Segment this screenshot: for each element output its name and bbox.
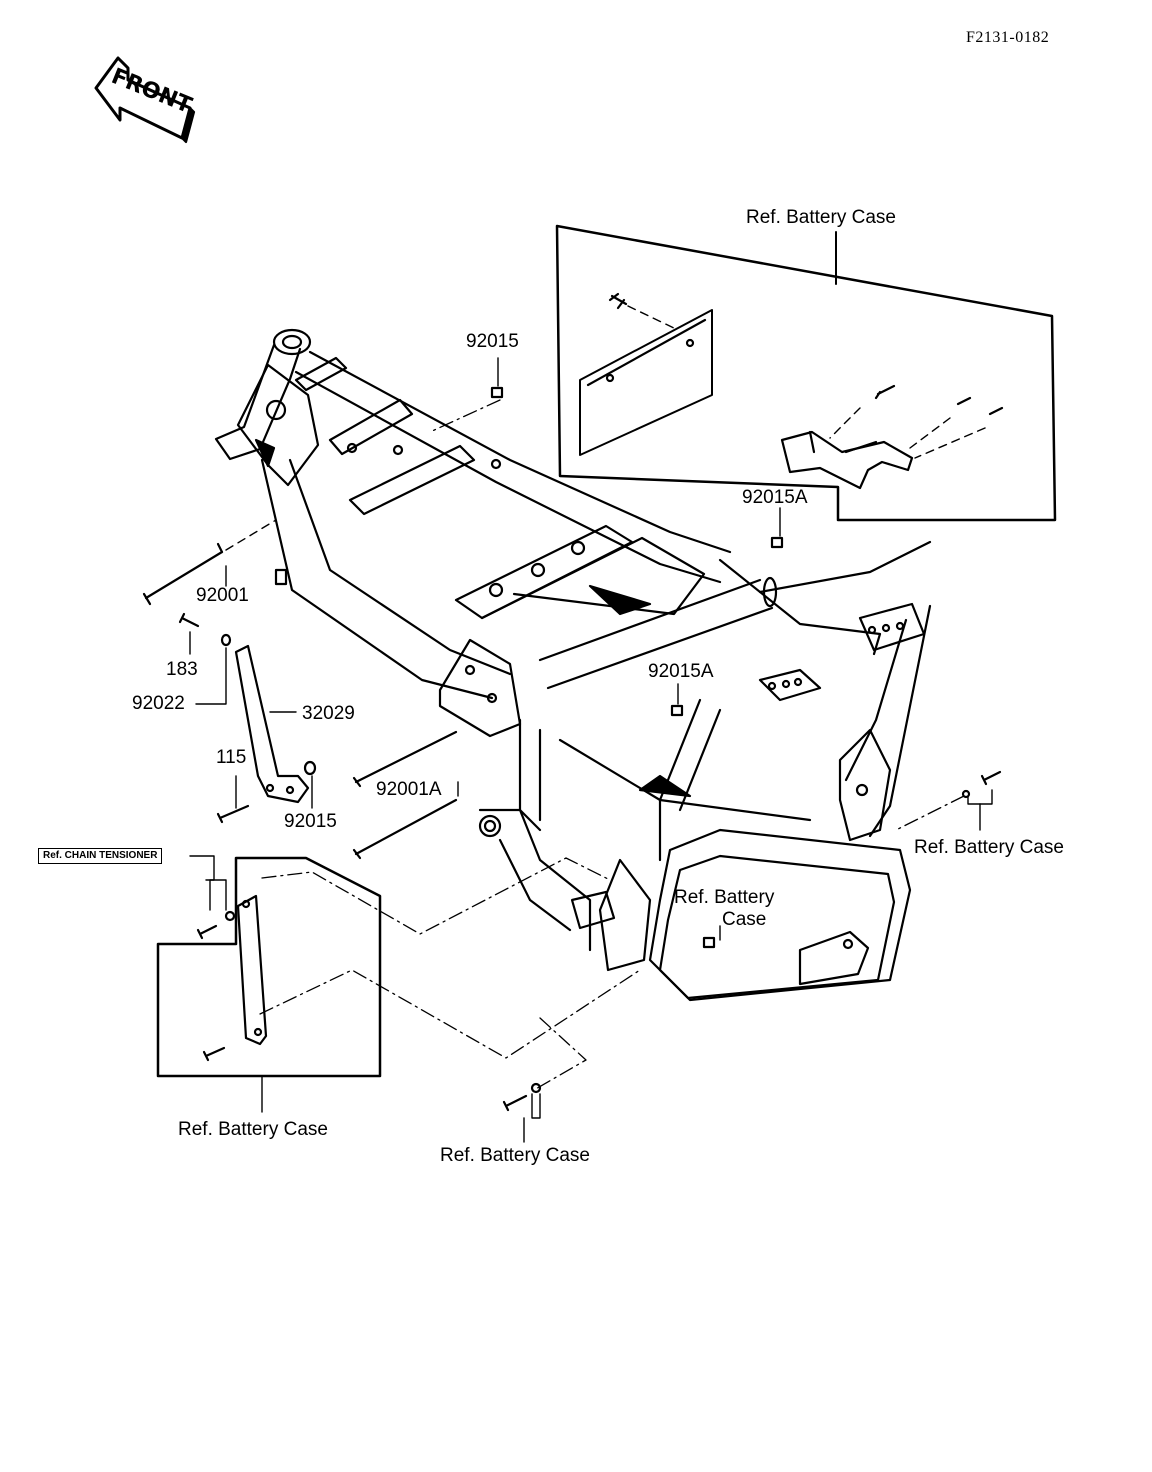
bolt-92001A-lower	[352, 798, 458, 860]
ref-battery-case-bottom-left: Ref. Battery Case	[178, 1119, 328, 1140]
ref-battery-case-center-line1: Ref. Battery	[674, 887, 775, 908]
ref-battery-case-bottom: Ref. Battery Case	[440, 1145, 590, 1166]
part-92001A: 92001A	[376, 779, 442, 800]
bolt-183	[178, 612, 200, 628]
part-92001: 92001	[196, 585, 249, 606]
part-92022: 92022	[132, 693, 185, 714]
bracket-32029	[234, 644, 310, 804]
part-92015-top: 92015	[466, 331, 519, 352]
part-92015-bottom: 92015	[284, 811, 337, 832]
battery-case-ref-box-bottom-left	[156, 856, 382, 1078]
battery-case-ref-box-top	[555, 224, 1057, 522]
ref-chain-tensioner-box: Ref. CHAIN TENSIONER	[38, 848, 163, 864]
bolt-92001A-upper	[352, 730, 458, 788]
bolt-115	[216, 804, 250, 824]
part-183: 183	[166, 659, 198, 680]
bolt-bottom-battery	[502, 1082, 542, 1112]
part-92015A-top: 92015A	[742, 487, 808, 508]
leader-lines	[189, 357, 993, 1143]
leader-92001-dash	[225, 519, 277, 551]
washer-92022	[220, 633, 232, 647]
washer-92015-lower	[303, 760, 317, 776]
nut-92015-top	[490, 386, 504, 399]
front-arrow-icon	[94, 56, 196, 144]
bolt-92001	[142, 542, 224, 606]
bolt-right-battery	[961, 770, 1002, 799]
nut-center	[702, 936, 716, 949]
part-32029: 32029	[302, 703, 355, 724]
ref-battery-case-top: Ref. Battery Case	[746, 207, 896, 228]
nut-92015A-top	[770, 536, 784, 549]
ref-battery-case-right: Ref. Battery Case	[914, 837, 1064, 858]
diagram-code: F2131-0182	[966, 29, 1050, 46]
reference-dash-lines	[259, 399, 965, 1091]
nut-92015A-mid	[670, 704, 684, 717]
part-115: 115	[216, 747, 247, 768]
main-frame	[214, 328, 932, 1002]
ref-battery-case-center-line2: Case	[722, 909, 767, 930]
part-92015A-mid: 92015A	[648, 661, 714, 682]
